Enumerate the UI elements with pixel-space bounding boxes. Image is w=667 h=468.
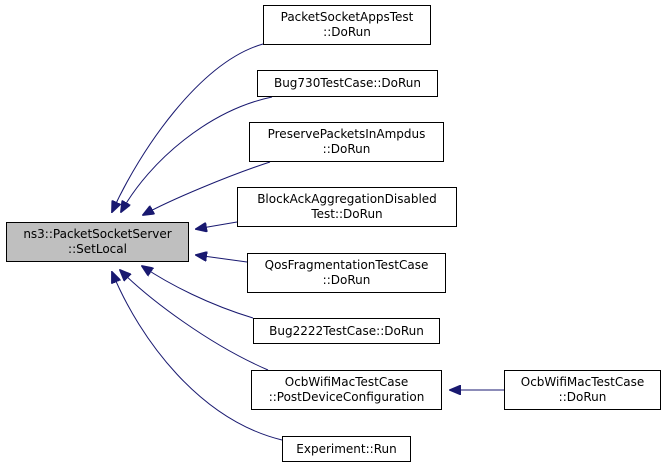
node-root-line-2: ::SetLocal: [68, 242, 127, 256]
node-block-ack-aggregation-disabled-test[interactable]: BlockAckAggregationDisabled Test::DoRun: [237, 187, 457, 227]
node-label-line-2: ::DoRun: [322, 273, 371, 287]
node-ocb-wifi-mac-test-case-do-run[interactable]: OcbWifiMacTestCase ::DoRun: [504, 370, 661, 410]
node-label-line-1: Bug730TestCase::DoRun: [273, 76, 422, 90]
node-label-line-2: ::DoRun: [558, 390, 607, 404]
node-root-line-1: ns3::PacketSocketServer: [23, 227, 172, 241]
node-packet-socket-apps-test[interactable]: PacketSocketAppsTest ::DoRun: [263, 5, 431, 45]
edge-n3-root: [143, 161, 271, 215]
node-experiment-run[interactable]: Experiment::Run: [282, 436, 411, 462]
node-label-line-1: Bug2222TestCase::DoRun: [269, 323, 424, 338]
edge-n2-root: [121, 96, 273, 212]
edge-n1-root: [112, 43, 264, 212]
node-label-line-1: Experiment::Run: [296, 441, 397, 456]
node-label-line-2: ::DoRun: [323, 25, 371, 39]
edge-n4-root: [196, 221, 238, 229]
node-label-line-1: PacketSocketAppsTest: [280, 10, 414, 24]
node-ocb-wifi-mac-test-case-post-device-configuration[interactable]: OcbWifiMacTestCase ::PostDeviceConfigura…: [251, 370, 442, 410]
node-label-line-1: OcbWifiMacTestCase: [284, 375, 409, 389]
node-qos-fragmentation-test-case[interactable]: QosFragmentationTestCase ::DoRun: [247, 253, 446, 293]
edge-n8-root: [112, 272, 283, 441]
node-preserve-packets-in-ampdus[interactable]: PreservePacketsInAmpdus ::DoRun: [249, 122, 444, 162]
node-label-line-1: QosFragmentationTestCase: [264, 258, 429, 272]
edge-n5-root: [196, 255, 248, 263]
node-label-line-1: OcbWifiMacTestCase: [520, 375, 645, 389]
edge-n6-root: [142, 266, 254, 319]
node-label-line-2: ::DoRun: [322, 142, 371, 156]
node-label-line-2: Test::DoRun: [311, 207, 383, 221]
node-label-line-2: ::PostDeviceConfiguration: [268, 390, 425, 404]
node-label-line-1: BlockAckAggregationDisabled: [257, 192, 437, 206]
node-bug730-test-case[interactable]: Bug730TestCase::DoRun: [257, 70, 438, 97]
node-label-line-1: PreservePacketsInAmpdus: [267, 127, 426, 141]
node-root[interactable]: ns3::PacketSocketServer ::SetLocal: [6, 222, 189, 262]
edge-n7-root: [120, 270, 269, 371]
node-bug2222-test-case[interactable]: Bug2222TestCase::DoRun: [253, 318, 440, 344]
